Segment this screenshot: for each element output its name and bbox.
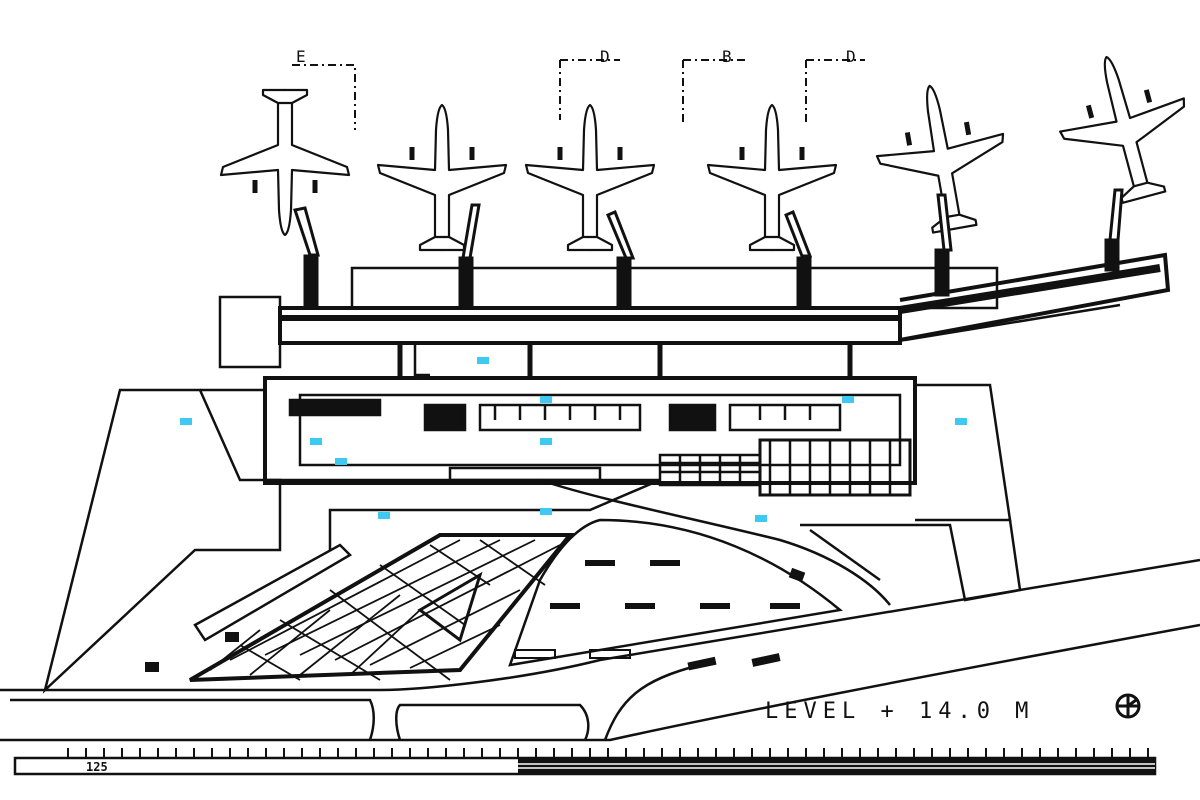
location-marker-icon: [540, 508, 552, 515]
level-label: LEVEL + 14.0 M: [765, 699, 1034, 724]
location-marker-icon: [180, 418, 192, 425]
gate-label: B: [722, 47, 732, 66]
terminal-building: [42, 345, 1012, 694]
lane-markings: [145, 560, 806, 672]
location-marker-icon: [335, 458, 347, 465]
scale-bar: 125: [13, 748, 1157, 776]
north-arrow-icon: [1115, 693, 1141, 719]
gate-label: E: [296, 47, 306, 66]
road-network: [0, 478, 1200, 742]
jet-bridges: [293, 188, 1124, 313]
location-marker-icon: [755, 515, 767, 522]
scale-label: 125: [86, 760, 108, 774]
terminal-pier: [218, 252, 1171, 369]
location-marker-icon: [540, 438, 552, 445]
location-marker-icon: [955, 418, 967, 425]
aircraft-icon: [221, 90, 349, 235]
location-marker-icon: [310, 438, 322, 445]
aircraft-icon: [708, 105, 836, 250]
parking-lot: [188, 533, 575, 682]
gate-markers: [292, 59, 865, 130]
gate-labels: E D B D: [296, 47, 856, 66]
aircraft-icon: [526, 105, 654, 250]
location-marker-icon: [842, 396, 854, 403]
location-marker-icon: [540, 396, 552, 403]
marker-group: [180, 357, 967, 522]
gate-label: D: [846, 47, 856, 66]
gate-label: D: [600, 47, 610, 66]
aircraft-group: [221, 40, 1200, 250]
location-marker-icon: [378, 512, 390, 519]
aircraft-icon: [1045, 40, 1200, 213]
aircraft-icon: [378, 105, 506, 250]
location-marker-icon: [477, 357, 489, 364]
